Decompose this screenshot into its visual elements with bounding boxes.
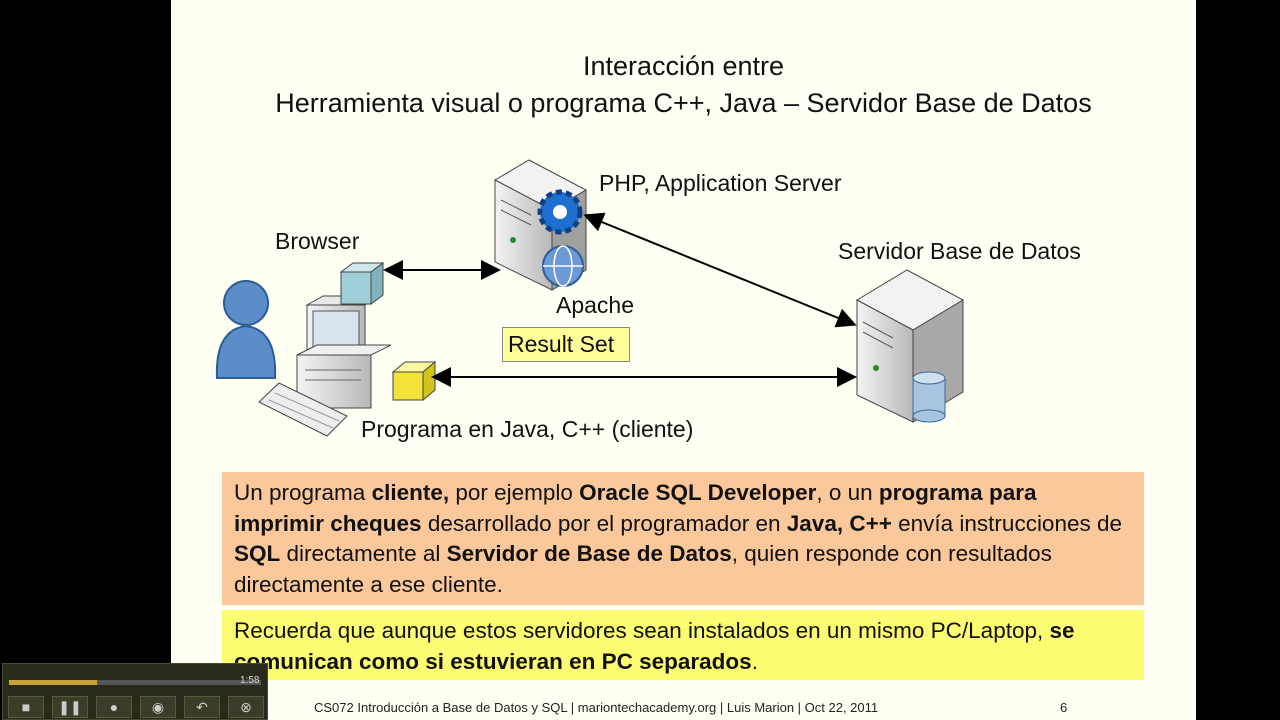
client-computer-icon: [258, 295, 392, 437]
stop-button[interactable]: ■: [8, 696, 44, 718]
database-cylinder-icon: [912, 371, 946, 423]
browser-label: Browser: [275, 228, 360, 254]
apache-label: Apache: [556, 292, 635, 318]
page-number: 6: [1060, 700, 1068, 715]
app-server-icon: [493, 159, 588, 291]
box1-bold-6: Servidor de Base de Datos: [446, 541, 732, 566]
box1-text-1: Un programa: [234, 480, 372, 505]
webcam-icon: ◉: [151, 699, 165, 715]
result-set-cube-icon: [391, 360, 437, 402]
reminder-box: Recuerda que aunque estos servidores sea…: [222, 610, 1144, 680]
slide-title: Interacción entre Herramienta visual o p…: [171, 48, 1196, 122]
box2-bold-1: se comunican como si estuvieran en PC se…: [234, 618, 1075, 674]
box1-bold-4: Java, C++: [786, 510, 892, 536]
box1-bold-5: SQL: [234, 541, 281, 566]
progress-fill: [9, 680, 98, 685]
db-server-icon: [855, 269, 965, 423]
pause-button[interactable]: ❚❚: [52, 696, 88, 718]
box1-text-2: por ejemplo: [449, 480, 580, 505]
pause-icon: ❚❚: [58, 699, 82, 715]
close-button[interactable]: ⊗: [228, 696, 264, 718]
slide-footer: CS072 Introducción a Base de Datos y SQL…: [314, 700, 879, 715]
title-line-1: Interacción entre: [582, 51, 785, 81]
stop-icon: ■: [21, 699, 31, 715]
php-server-label: PHP, Application Server: [599, 170, 842, 196]
architecture-diagram: [215, 159, 965, 437]
explanation-box: Un programa cliente, por ejemplo Oracle …: [222, 472, 1144, 605]
box2-text-1: Recuerda que aunque estos servidores sea…: [234, 618, 1050, 643]
box1-text-5: envía instrucciones de: [891, 510, 1123, 536]
box1-bold-1: cliente,: [371, 480, 450, 505]
box1-text-6: directamente al: [280, 541, 447, 566]
client-program-label: Programa en Java, C++ (cliente): [361, 416, 694, 442]
box1-bold-3: programa para imprimir cheques: [234, 480, 1037, 536]
app-to-db-arrow: [583, 212, 857, 328]
user-icon: [215, 280, 277, 379]
db-server-label: Servidor Base de Datos: [838, 238, 1081, 264]
undo-button[interactable]: ↶: [184, 696, 220, 718]
undo-icon: ↶: [196, 699, 208, 715]
microphone-icon: ●: [109, 699, 119, 715]
box1-text-3: , o un: [816, 480, 879, 505]
close-icon: ⊗: [240, 699, 252, 715]
slide: Interacción entre Herramienta visual o p…: [171, 0, 1196, 720]
globe-icon: [542, 245, 584, 287]
result-set-label: Result Set: [502, 327, 630, 362]
box1-bold-2: Oracle SQL Developer: [579, 480, 817, 505]
progress-track[interactable]: [9, 680, 261, 685]
box2-text-2: .: [751, 648, 758, 674]
browser-cube-icon: [339, 262, 385, 305]
box1-text-4: desarrollado por el programador en: [421, 510, 787, 536]
box1-text-7: , quien responde con resultados directam…: [234, 541, 1052, 597]
title-line-2: Herramienta visual o programa C++, Java …: [275, 88, 1092, 118]
webcam-button[interactable]: ◉: [140, 696, 176, 718]
gear-icon: [537, 189, 583, 235]
microphone-button[interactable]: ●: [96, 696, 132, 718]
elapsed-time: 1:58: [240, 675, 260, 686]
recording-player-bar: 1:58 ■ ❚❚ ● ◉ ↶ ⊗: [2, 663, 268, 720]
